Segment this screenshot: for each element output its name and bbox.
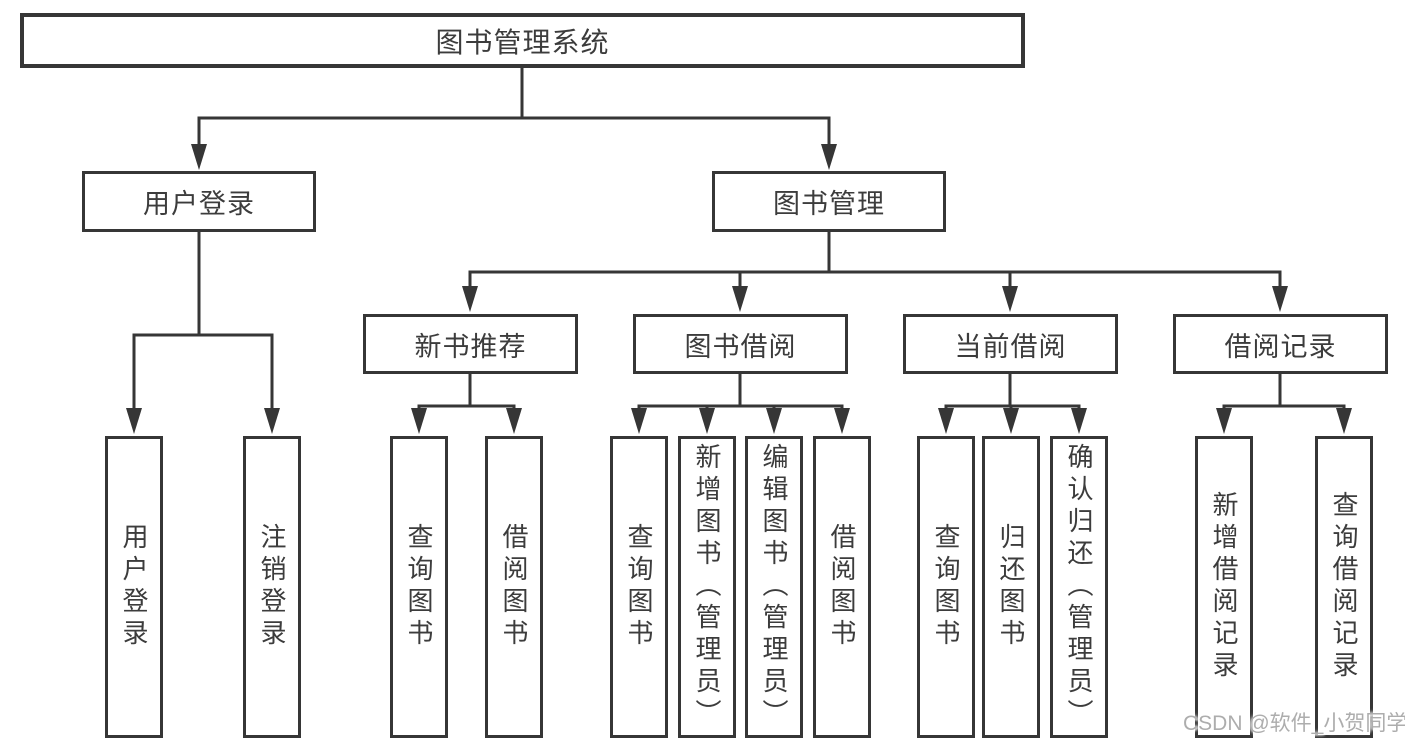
arrow-down-icon [1002,286,1018,312]
arrow-down-icon [506,408,522,434]
node-book-management: 图书管理 [712,171,946,232]
leaf-newbook-borrow-books: 借阅图书 [485,436,543,738]
leaf-label: 查询借阅记录 [1329,491,1359,683]
arrow-down-icon [264,408,280,434]
arrow-down-icon [191,144,207,170]
leaf-label: 查询图书 [404,523,434,651]
arrow-down-icon [1071,408,1087,434]
node-label: 用户登录 [143,189,255,219]
arrow-down-icon [732,286,748,312]
node-new-book-recommend: 新书推荐 [363,314,578,374]
node-user-login: 用户登录 [82,171,316,232]
leaf-edit-book-admin: 编辑图书（管理员） [745,436,803,738]
arrow-down-icon [766,408,782,434]
leaf-current-query-books: 查询图书 [917,436,975,738]
node-label: 图书借阅 [684,331,797,362]
leaf-confirm-return-admin: 确认归还（管理员） [1050,436,1108,738]
arrow-down-icon [411,408,427,434]
leaf-borrow-book: 借阅图书 [813,436,871,738]
arrow-down-icon [462,286,478,312]
node-book-borrowing: 图书借阅 [633,314,848,374]
node-borrow-records: 借阅记录 [1173,314,1388,374]
connector-records-to-leaves [1222,374,1346,416]
leaf-label: 查询图书 [624,523,654,651]
leaf-label: 用户登录 [119,523,149,651]
arrow-down-icon [699,408,715,434]
connector-borrow-to-leaves [637,374,844,416]
node-label: 图书管理系统 [435,26,610,58]
arrow-down-icon [821,144,837,170]
csdn-watermark: CSDN @软件_小贺同学 [1183,712,1405,735]
arrow-down-icon [938,408,954,434]
arrow-down-icon [834,408,850,434]
leaf-label: 归还图书 [996,523,1026,651]
connector-userlogin-to-leaves [132,232,274,416]
leaf-user-login: 用户登录 [105,436,163,738]
leaf-label: 注销登录 [257,523,287,651]
leaf-label: 借阅图书 [827,523,857,651]
arrow-down-icon [631,408,647,434]
arrow-down-icon [126,408,142,434]
connector-newbook-to-leaves [417,374,516,416]
leaf-label: 查询图书 [931,523,961,651]
leaf-label: 新增借阅记录 [1209,491,1239,683]
leaf-logout: 注销登录 [243,436,301,738]
node-label: 当前借阅 [954,331,1067,362]
leaf-return-book: 归还图书 [982,436,1040,738]
arrowheads [126,144,1352,434]
node-library-system-root: 图书管理系统 [20,13,1025,68]
node-current-borrowing: 当前借阅 [903,314,1118,374]
arrow-down-icon [1272,286,1288,312]
leaf-label: 确认归还（管理员） [1064,443,1094,731]
node-label: 新书推荐 [414,331,527,362]
arrow-down-icon [1216,408,1232,434]
leaf-label: 借阅图书 [499,523,529,651]
leaf-newbook-query-books: 查询图书 [390,436,448,738]
leaf-query-borrow-record: 查询借阅记录 [1315,436,1373,738]
arrow-down-icon [1336,408,1352,434]
node-label: 图书管理 [773,189,885,219]
arrow-down-icon [1003,408,1019,434]
leaf-add-borrow-record: 新增借阅记录 [1195,436,1253,738]
node-label: 借阅记录 [1224,331,1337,362]
leaf-borrow-query-books: 查询图书 [610,436,668,738]
connector-bookmgmt-to-sections [468,232,1282,294]
leaf-label: 编辑图书（管理员） [759,443,789,731]
connector-root-to-branches [197,68,831,152]
leaf-add-book-admin: 新增图书（管理员） [678,436,736,738]
leaf-label: 新增图书（管理员） [692,443,722,731]
